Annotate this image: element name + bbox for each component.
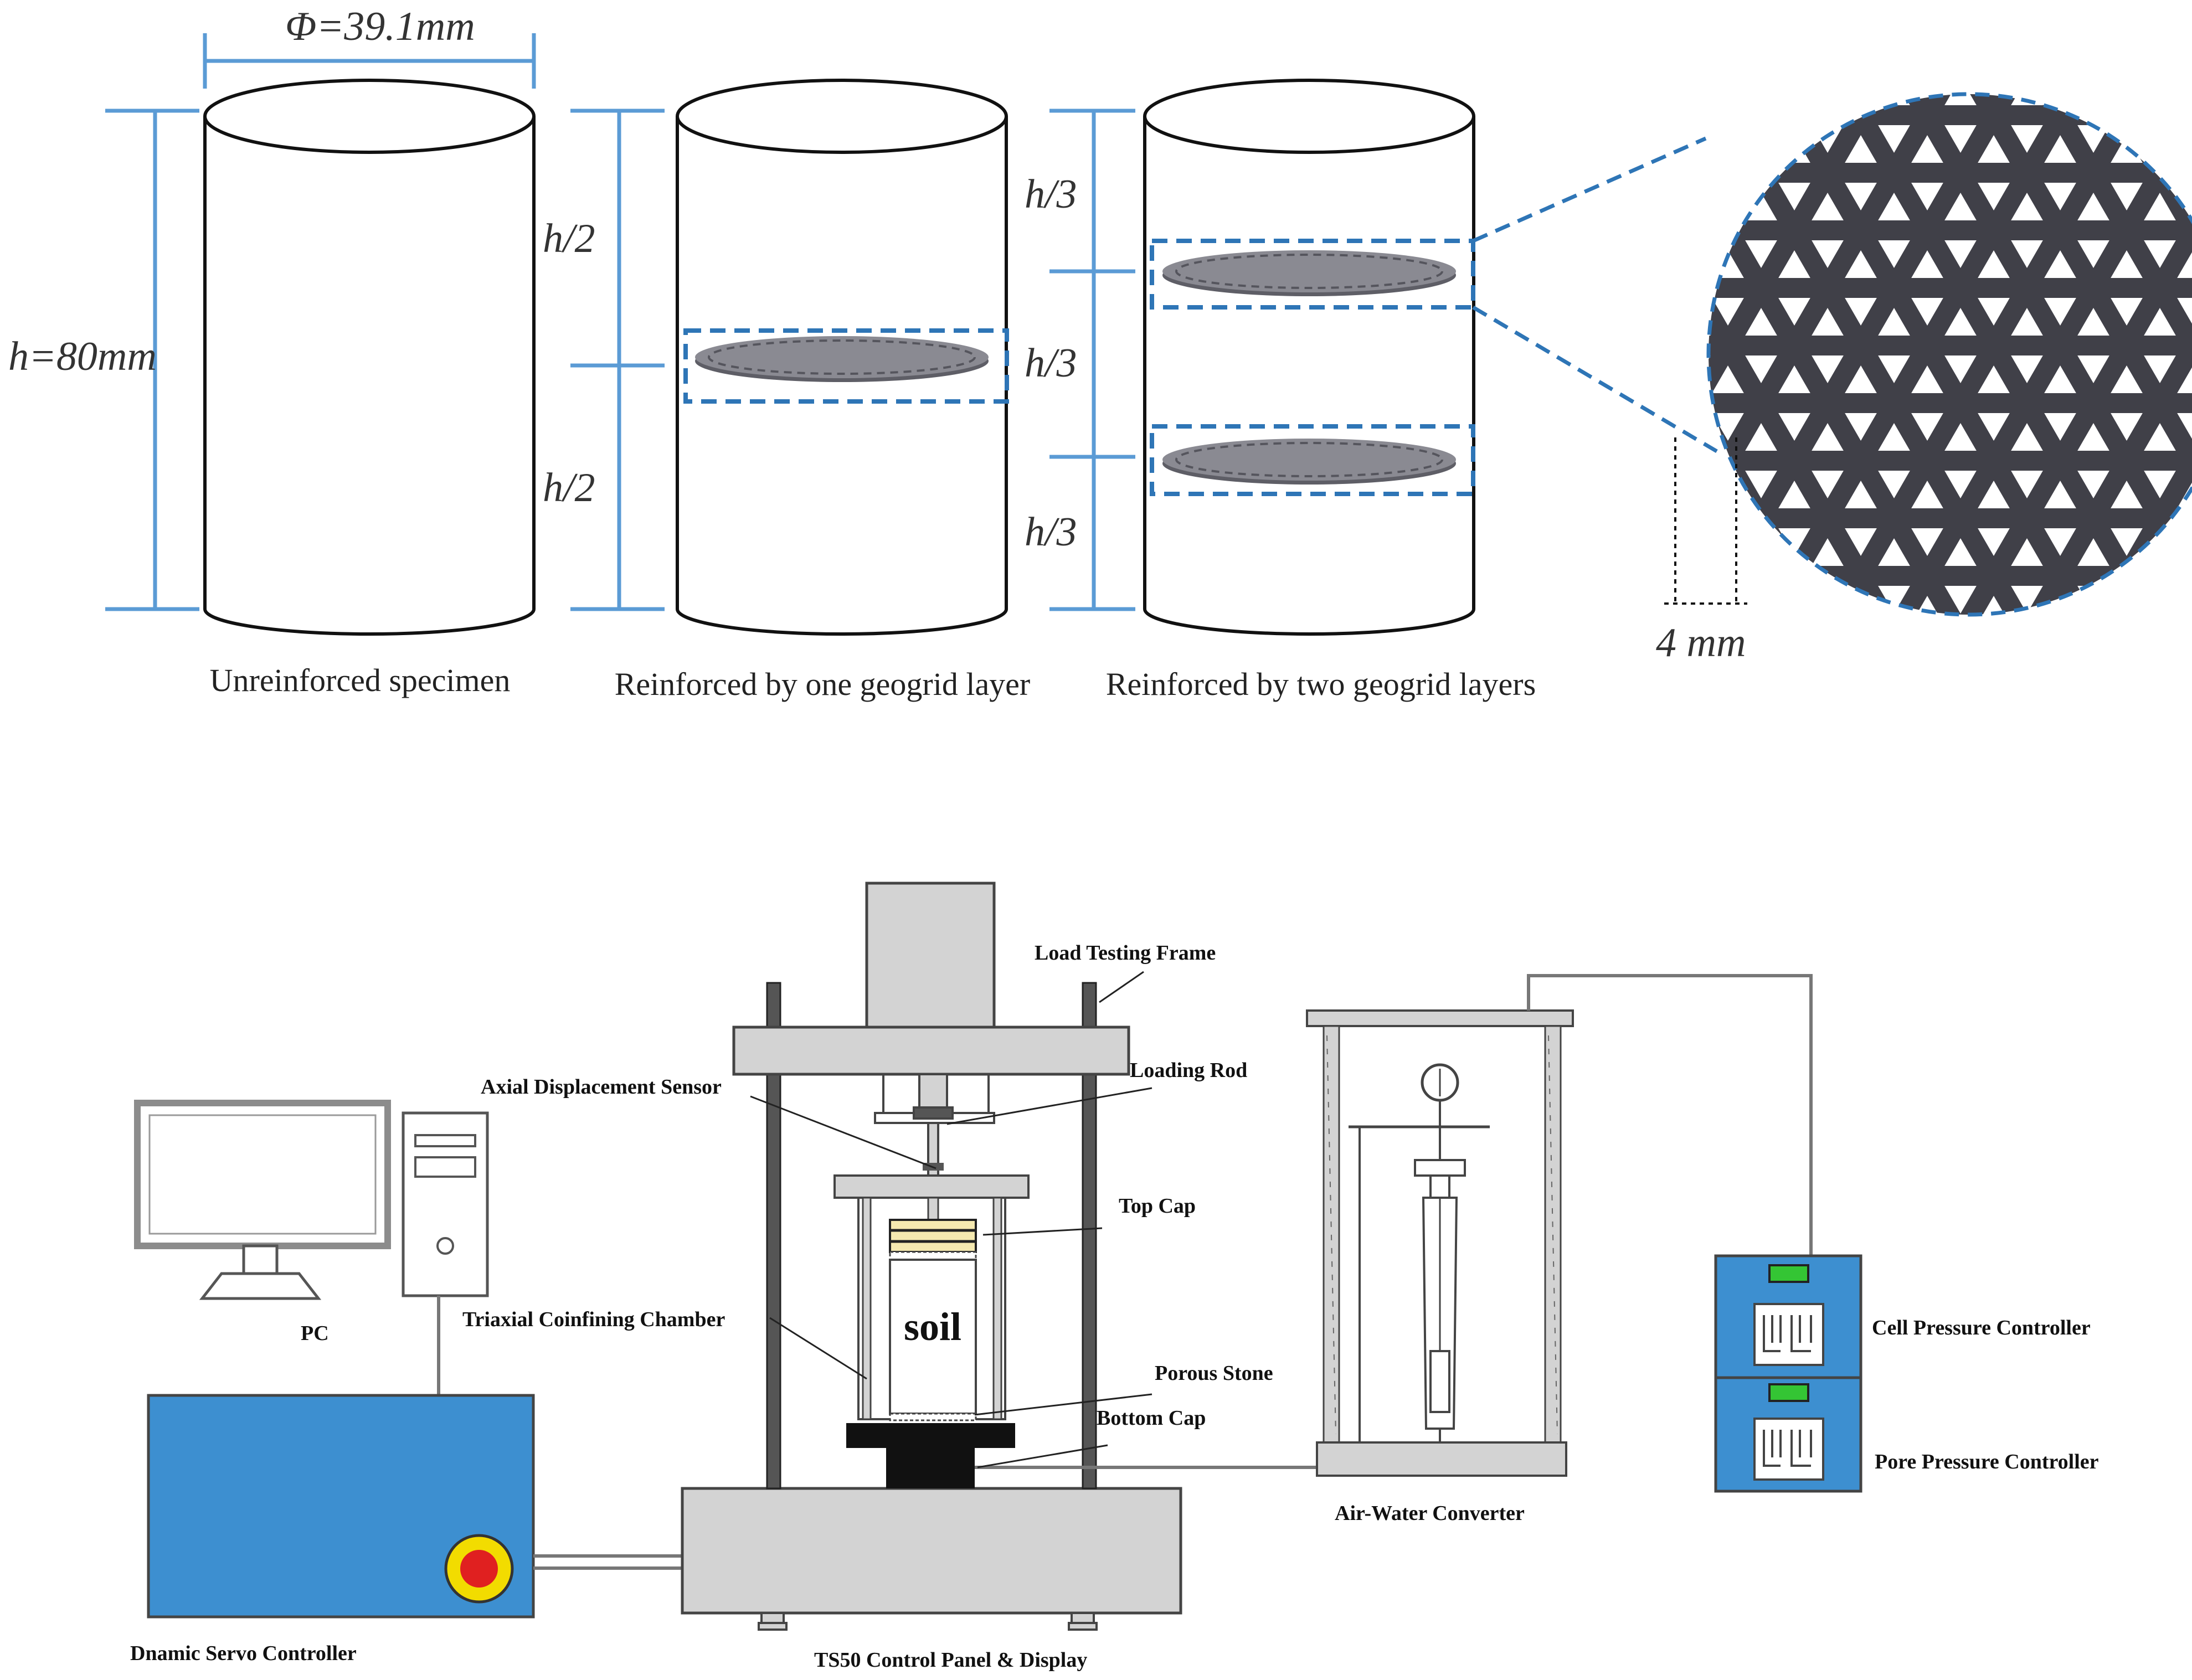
label-servo-controller: Dnamic Servo Controller [130,1642,357,1665]
label-loading-rod: Loading Rod [1130,1059,1247,1082]
specimen-panel: 4 mm Φ=39.1mm h=80mm h/2 h/2 [8,4,2192,702]
caption-one-layer: Reinforced by one geogrid layer [615,666,1031,702]
geogrid-disc-lower [1162,439,1456,485]
geogrid-disc-upper [1162,250,1456,296]
highlight-box-single [683,328,1009,404]
geogrid-zoom: 4 mm [1656,92,2192,666]
label-top-cap: Top Cap [1119,1194,1196,1218]
label-air-water-converter: Air-Water Converter [1335,1502,1525,1525]
label-load-testing-frame: Load Testing Frame [1035,941,1216,965]
third-upper-label: h/3 [1025,172,1077,217]
chamber-lid [833,1174,1030,1199]
geogrid-disc-single [695,336,989,382]
label-pore-pressure-controller: Pore Pressure Controller [1875,1450,2099,1473]
half-upper-label: h/2 [543,216,595,261]
highlight-box-upper [1150,239,1475,310]
caption-unreinforced: Unreinforced specimen [210,662,511,698]
air-water-converter [1306,1009,1574,1477]
label-pc: PC [301,1322,329,1345]
air-line [1527,974,1813,1256]
apparatus-panel: soil [130,882,2099,1672]
bottom-cap [846,1423,1015,1488]
third-lower-label: h/3 [1025,509,1077,555]
label-cell-pressure-controller: Cell Pressure Controller [1872,1316,2091,1339]
frame-base [681,1487,1182,1631]
third-middle-label: h/3 [1025,341,1077,386]
diameter-label: Φ=39.1mm [285,4,475,49]
cylinder-unreinforced [203,79,536,636]
label-triaxial-chamber: Triaxial Coinfining Chamber [462,1308,725,1331]
height-label: h=80mm [8,334,157,379]
soil-specimen [889,1259,977,1415]
mesh-size-label: 4 mm [1656,620,1746,666]
zoom-connector [1472,136,1718,454]
dimension-lines [105,33,1135,611]
label-porous-stone: Porous Stone [1155,1362,1273,1385]
soil-label: soil [904,1305,961,1349]
servo-controller [147,1394,535,1619]
pc-tower [402,1111,489,1297]
cell-pressure-controller [1714,1254,1862,1379]
top-cap [889,1219,977,1261]
load-cell [874,1073,995,1124]
pc-monitor [134,1100,391,1300]
cylinder-two-layers [1143,79,1475,636]
label-control-panel: TS50 Control Panel & Display [814,1648,1087,1672]
pore-pressure-controller [1714,1376,1862,1493]
label-axial-displacement-sensor: Axial Displacement Sensor [481,1075,722,1099]
leader-lines [750,971,1152,1468]
highlight-box-lower [1150,424,1475,496]
frame-crosshead [732,1025,1130,1076]
actuator [865,882,996,1029]
label-bottom-cap: Bottom Cap [1097,1406,1206,1430]
porous-stone [889,1413,977,1421]
mesh-dimension [1664,437,1747,605]
caption-two-layers: Reinforced by two geogrid layers [1106,666,1536,702]
half-lower-label: h/2 [543,465,595,511]
